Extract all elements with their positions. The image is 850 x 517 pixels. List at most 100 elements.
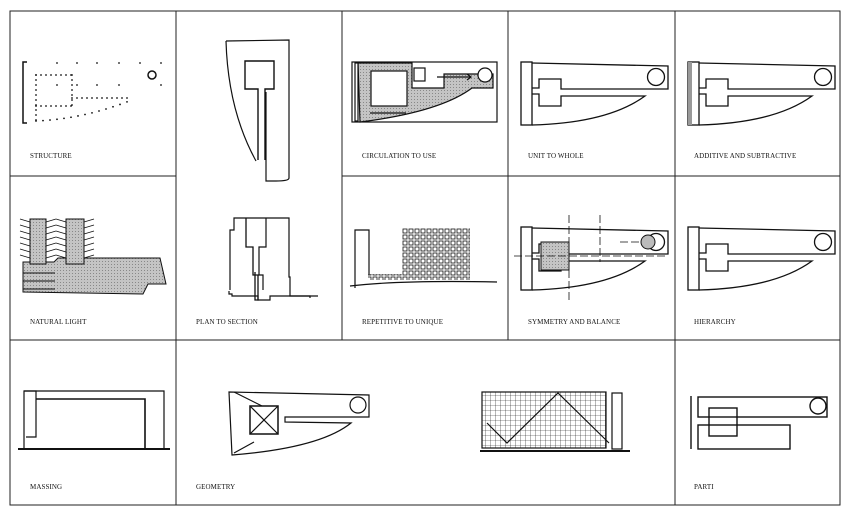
light-ray xyxy=(45,242,57,247)
column-dot xyxy=(55,105,57,107)
light-ray xyxy=(83,236,95,241)
column-dot xyxy=(71,74,73,76)
column-dot xyxy=(45,74,47,76)
column-dot xyxy=(35,99,37,101)
parti-drawing xyxy=(690,396,828,450)
column-dot xyxy=(76,97,78,99)
light-ray xyxy=(45,230,57,235)
column-dot xyxy=(160,62,162,64)
column-dot xyxy=(71,94,73,96)
light-ray xyxy=(45,248,57,253)
column-dot xyxy=(35,84,37,86)
light-ray xyxy=(55,254,67,259)
column-dot xyxy=(50,105,52,107)
light-ray xyxy=(19,254,31,259)
column-dot xyxy=(71,97,73,99)
column-dot xyxy=(111,97,113,99)
light-ray xyxy=(19,224,31,229)
column-dot xyxy=(126,100,128,103)
column-dot xyxy=(55,74,57,76)
label-hierarchy: HIERARCHY xyxy=(694,318,736,326)
column-dot xyxy=(63,117,65,120)
column-dot xyxy=(60,74,62,76)
label-unit-to-whole: UNIT TO WHOLE xyxy=(528,152,584,160)
natural-light-drawing xyxy=(19,218,167,295)
column-dot xyxy=(116,97,118,99)
label-circulation: CIRCULATION TO USE xyxy=(362,152,437,160)
light-ray xyxy=(45,218,57,223)
light-ray xyxy=(19,236,31,241)
column-dot xyxy=(160,84,162,86)
circulation-drawing xyxy=(351,61,498,123)
light-ray xyxy=(83,242,95,247)
light-ray xyxy=(55,218,67,223)
label-symmetry: SYMMETRY AND BALANCE xyxy=(528,318,621,326)
column-dot xyxy=(84,113,86,116)
column-dot xyxy=(81,97,83,99)
light-ray xyxy=(19,242,31,247)
column-dot xyxy=(71,104,73,106)
column-dot xyxy=(101,97,103,99)
column-dot xyxy=(118,62,120,64)
repetitive-to-unique-drawing xyxy=(349,228,498,288)
plan-to-section-drawing xyxy=(225,39,318,301)
column-dot xyxy=(71,79,73,81)
column-dot xyxy=(96,84,98,86)
column-dot xyxy=(35,79,37,81)
label-massing: MASSING xyxy=(30,483,63,491)
column-dot xyxy=(70,116,72,119)
light-ray xyxy=(83,248,95,253)
light-ray xyxy=(45,236,57,241)
hierarchy-drawing xyxy=(687,226,836,291)
column-dot xyxy=(35,89,37,91)
column-dot xyxy=(121,97,123,99)
label-repetitive: REPETITIVE TO UNIQUE xyxy=(362,318,444,326)
column-dot xyxy=(35,109,37,111)
light-ray xyxy=(55,224,67,229)
light-ray xyxy=(55,236,67,241)
column-dot xyxy=(35,104,37,106)
column-dot xyxy=(71,99,73,101)
column-dot xyxy=(50,74,52,76)
column-dot xyxy=(106,97,108,99)
column-dot xyxy=(96,62,98,64)
panel-grid xyxy=(9,10,841,506)
column-dot xyxy=(56,118,58,121)
column-dot xyxy=(71,89,73,91)
column-dot xyxy=(35,94,37,96)
column-dot xyxy=(118,84,120,86)
column-dot xyxy=(60,105,62,107)
column-dot xyxy=(71,84,73,86)
label-parti: PARTI xyxy=(694,483,714,491)
column-dot xyxy=(139,62,141,64)
light-ray xyxy=(19,218,31,223)
column-dot xyxy=(91,111,93,114)
column-dot xyxy=(35,74,37,76)
unit-to-whole-drawing xyxy=(520,61,669,126)
column-dot xyxy=(76,62,78,64)
column-dot xyxy=(77,115,79,117)
column-dot xyxy=(65,74,67,76)
column-dot xyxy=(56,84,58,86)
column-dot xyxy=(49,119,51,121)
label-plan-to-section: PLAN TO SECTION xyxy=(196,318,258,326)
light-ray xyxy=(19,248,31,253)
column-dot xyxy=(35,114,37,116)
label-additive: ADDITIVE AND SUBTRACTIVE xyxy=(694,152,797,160)
additive-subtractive-drawing xyxy=(687,61,836,126)
light-ray xyxy=(45,224,57,229)
light-ray xyxy=(45,254,57,259)
light-ray xyxy=(55,242,67,247)
label-natural-light: NATURAL LIGHT xyxy=(30,318,87,326)
column-dot xyxy=(40,74,42,76)
light-ray xyxy=(55,248,67,253)
light-ray xyxy=(83,218,95,223)
column-dot xyxy=(65,105,67,107)
symmetry-balance-drawing xyxy=(514,215,669,302)
column-dot xyxy=(35,120,37,122)
column-dot xyxy=(96,97,98,99)
column-dot xyxy=(91,97,93,99)
column-dot xyxy=(126,97,128,99)
light-ray xyxy=(55,230,67,235)
